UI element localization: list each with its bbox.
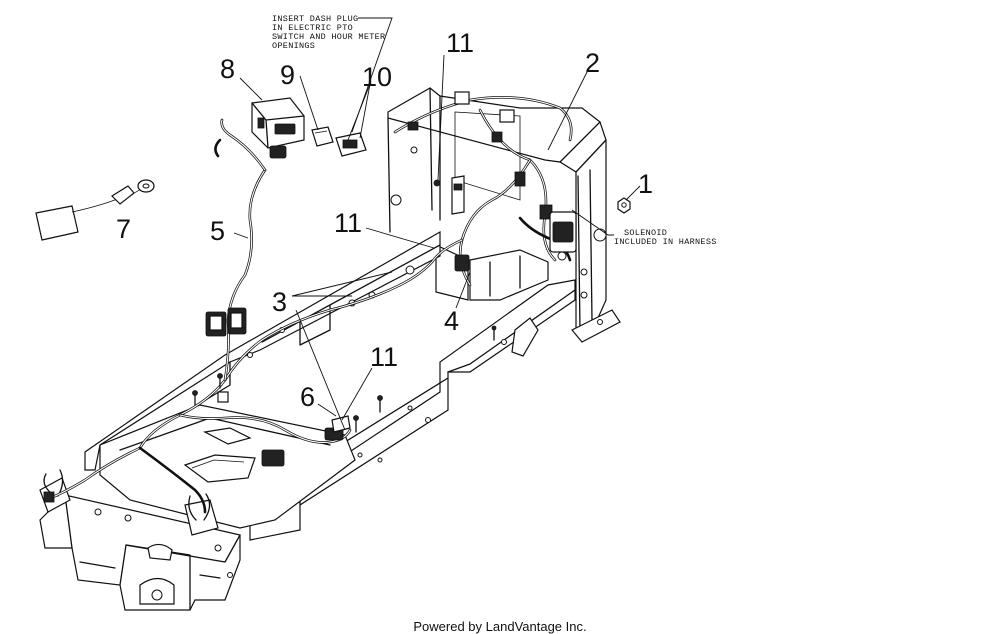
dash-plug-part-9 — [311, 126, 334, 147]
callout-1: 1 — [638, 169, 653, 199]
solenoid-assembly — [549, 211, 577, 261]
callout-6: 6 — [300, 382, 315, 412]
solenoid-note-line-1: SOLENOID — [624, 228, 667, 238]
callout-11-low: 11 — [370, 342, 398, 372]
dash-plug-note: INSERT DASH PLUG IN ELECTRIC PTO SWITCH … — [272, 14, 385, 51]
footer-credit: Powered by LandVantage Inc. — [413, 619, 587, 634]
leader-lines — [233, 17, 641, 431]
callout-3: 3 — [272, 287, 287, 317]
nut-part-1 — [617, 197, 631, 214]
callout-11-top: 11 — [446, 28, 474, 58]
callout-4: 4 — [444, 306, 459, 336]
callout-8: 8 — [220, 54, 235, 84]
callout-2: 2 — [585, 48, 600, 78]
callout-labels: 1 2 3 4 5 6 7 8 9 10 11 11 11 — [116, 28, 653, 412]
dash-plug-note-line-2: IN ELECTRIC PTO — [272, 23, 353, 33]
callout-11-mid: 11 — [334, 208, 362, 238]
callout-10: 10 — [362, 62, 392, 92]
harness-clips-part-11 — [331, 175, 465, 433]
dash-plug-note-line-3: SWITCH AND HOUR METER — [272, 32, 385, 42]
callout-7: 7 — [116, 214, 131, 244]
solenoid-note: SOLENOID INCLUDED IN HARNESS — [614, 228, 717, 247]
dash-switch-housing-part-8 — [251, 97, 305, 159]
screws — [192, 325, 497, 433]
ignition-key-part-7 — [35, 179, 155, 241]
dash-plug-part-10 — [335, 132, 367, 157]
dash-plug-note-line-1: INSERT DASH PLUG — [272, 14, 358, 24]
wiring-harness — [43, 91, 573, 514]
solenoid-note-line-2: INCLUDED IN HARNESS — [614, 237, 717, 247]
callout-5: 5 — [210, 216, 225, 246]
chassis-frame — [39, 87, 621, 611]
dash-plug-note-line-4: OPENINGS — [272, 41, 315, 51]
callout-9: 9 — [280, 60, 295, 90]
